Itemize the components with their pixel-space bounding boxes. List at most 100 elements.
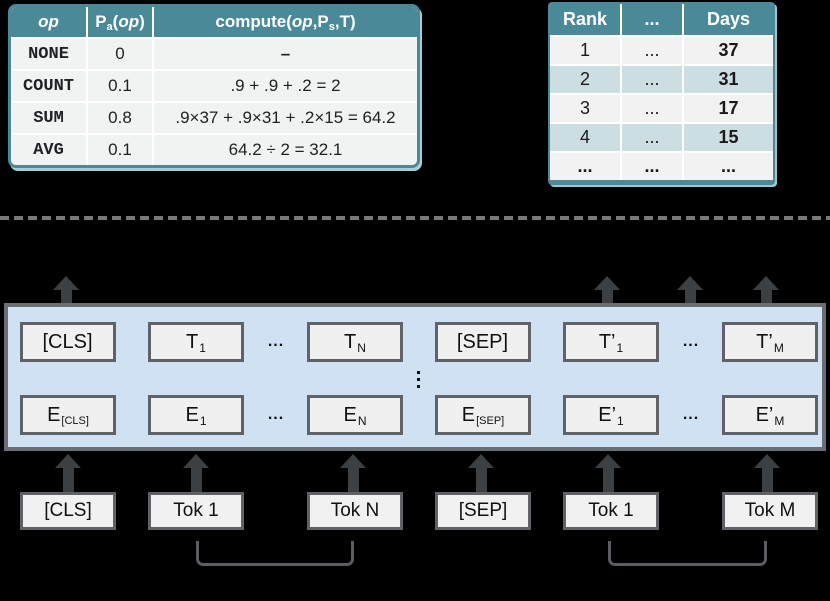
e-label: E [47, 403, 61, 426]
e-embedding-box: E’M [722, 395, 818, 435]
arrow-shaft [602, 468, 614, 493]
t-sub: N [357, 341, 366, 355]
compute-pre: compute( [215, 12, 292, 31]
arrow-shaft [62, 468, 74, 493]
t-output-box: [CLS] [20, 322, 116, 362]
elided-columns-header: ... [622, 4, 682, 35]
e-sub: M [774, 414, 785, 428]
op-table-header-op: op [11, 7, 86, 37]
t-output-box: T’1 [563, 322, 659, 362]
op-name-cell: AVG [11, 135, 86, 165]
arrow-shaft [475, 468, 487, 493]
up-arrow-icon [595, 454, 621, 493]
e-sub: [CLS] [61, 415, 89, 427]
compute-op: op [291, 12, 313, 31]
arrow-head [468, 454, 494, 468]
days-header: Days [684, 4, 773, 35]
op-compute-cell: .9×37 + .9×31 + .2×15 = 64.2 [154, 103, 417, 133]
dashed-divider [0, 216, 830, 220]
op-compute-cell: .9 + .9 + .2 = 2 [154, 71, 417, 101]
op-compute-cell: – [154, 39, 417, 69]
elided-cell: ... [622, 37, 682, 64]
op-prob-cell: 0.1 [88, 71, 152, 101]
arrow-shaft [684, 290, 696, 304]
elided-row-cell: ... [622, 153, 682, 180]
op-name-cell: COUNT [11, 71, 86, 101]
arrow-head [595, 454, 621, 468]
t-label: T [344, 330, 357, 353]
e-embedding-box: E’1 [563, 395, 659, 435]
op-prob-cell: 0 [88, 39, 152, 69]
e-sub: 1 [199, 414, 207, 428]
t-label: T’ [756, 330, 773, 353]
arrow-head [677, 276, 703, 290]
rank-header: Rank [550, 4, 620, 35]
e-sub: [SEP] [476, 415, 505, 427]
token-box-tok1: Tok 1 [148, 492, 244, 530]
horizontal-ellipsis-icon: ... [682, 406, 700, 423]
compute-mid: ,P [312, 12, 329, 31]
arrow-head [753, 276, 779, 290]
t-sub: M [773, 341, 784, 355]
up-arrow-icon [594, 276, 620, 304]
e-label: E’ [755, 403, 774, 426]
e-embedding-box: E[CLS] [20, 395, 116, 435]
elided-cell: ... [622, 95, 682, 122]
e-sub: N [357, 414, 367, 428]
op-name-cell: NONE [11, 39, 86, 69]
days-cell: 37 [684, 37, 773, 64]
t-sub: 1 [199, 341, 206, 355]
token-box-tokn: Tok N [307, 492, 403, 530]
t-label: [CLS] [42, 330, 93, 353]
e-label: E [461, 403, 476, 426]
op-name-cell: SUM [11, 103, 86, 133]
rank-cell: 2 [550, 66, 620, 93]
days-cell: 17 [684, 95, 773, 122]
pa-open: ( [112, 12, 119, 31]
up-arrow-icon [340, 454, 366, 493]
pa-op: op [118, 12, 140, 31]
pa-p: P [95, 12, 107, 31]
t-output-box: T’M [722, 322, 818, 362]
e-label: E’ [598, 403, 617, 426]
elided-cell: ... [622, 66, 682, 93]
elided-cell: ... [622, 124, 682, 151]
op-header-label: op [38, 12, 59, 31]
op-prob-cell: 0.8 [88, 103, 152, 133]
e-embedding-box: E[SEP] [435, 395, 531, 435]
compute-post: ,T) [334, 12, 356, 31]
arrow-shaft [60, 290, 72, 304]
e-sub: 1 [617, 414, 624, 428]
arrow-shaft [190, 468, 202, 493]
rank-cell: 4 [550, 124, 620, 151]
up-arrow-icon [468, 454, 494, 493]
pa-close: ) [139, 12, 145, 31]
t-sub: 1 [616, 341, 624, 355]
segment-bracket-left [196, 541, 354, 566]
pa-sub: a [106, 21, 113, 33]
up-arrow-icon [753, 276, 779, 304]
up-arrow-icon [754, 454, 780, 493]
elided-row-cell: ... [684, 153, 773, 180]
arrow-head [53, 276, 79, 290]
t-label: T’ [598, 330, 616, 353]
token-box-tokm: Tok M [722, 492, 818, 530]
op-compute-cell: 64.2 ÷ 2 = 32.1 [154, 135, 417, 165]
rank-cell: 1 [550, 37, 620, 64]
e-label: E [185, 403, 199, 426]
t-output-box: [SEP] [435, 322, 531, 362]
token-box-cls: [CLS] [20, 492, 116, 530]
arrow-head [55, 454, 81, 468]
horizontal-ellipsis-icon: ... [267, 406, 285, 423]
arrow-shaft [760, 290, 772, 304]
days-cell: 31 [684, 66, 773, 93]
arrow-head [340, 454, 366, 468]
